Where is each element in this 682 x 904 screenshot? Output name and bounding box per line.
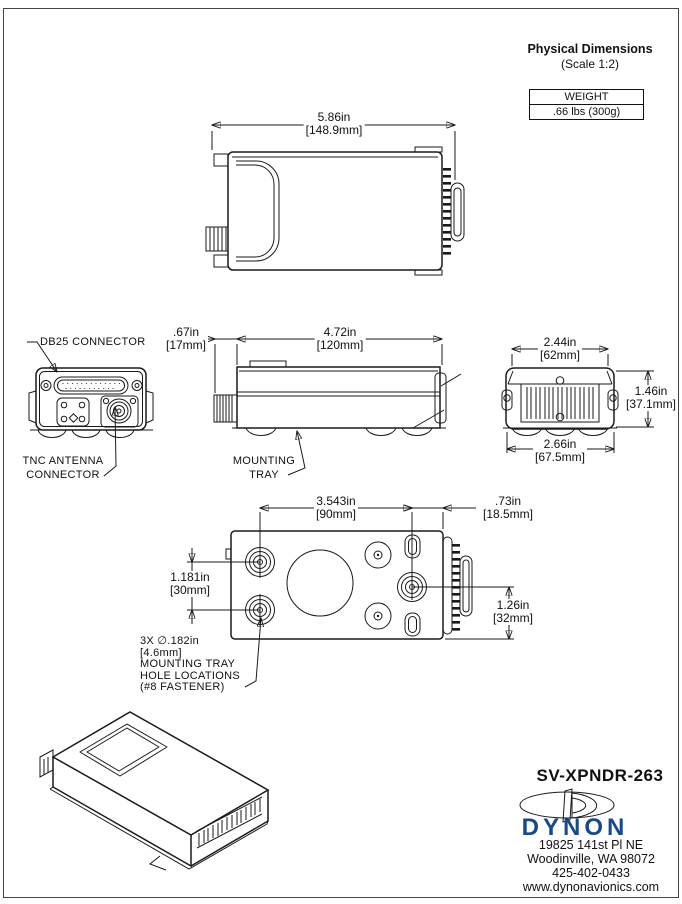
weight-header: WEIGHT xyxy=(530,90,643,105)
dim-tnc-offset: .67in[17mm] xyxy=(163,325,209,352)
dim-hole-bottom: 1.26in[32mm] xyxy=(490,598,536,625)
model-number: SV-XPNDR-263 xyxy=(536,766,664,785)
isometric-view-drawing xyxy=(39,711,270,871)
db25-pins-top-view xyxy=(443,168,451,255)
dim-rear-width-top: 2.44in[62mm] xyxy=(537,335,583,362)
tnc-connector-front xyxy=(106,398,132,424)
label-mounting-tray: MOUNTING TRAY xyxy=(232,455,296,481)
company-address: 19825 141st Pl NE Woodinville, WA 98072 … xyxy=(501,838,681,894)
address-line-2: Woodinville, WA 98072 xyxy=(527,852,655,866)
dim-hole-vertical: 1.181in[30mm] xyxy=(167,570,213,597)
bottom-view-drawing xyxy=(187,508,514,640)
phone-number: 425-402-0433 xyxy=(552,866,630,880)
brand-name: DYNON xyxy=(521,814,629,841)
leader-lines xyxy=(27,341,306,688)
note-hole-locations: 3X ∅.182in [4.6mm] MOUNTING TRAY HOLE LO… xyxy=(140,635,240,693)
weight-table: WEIGHT .66 lbs (300g) xyxy=(529,89,644,120)
label-db25-connector: DB25 CONNECTOR xyxy=(40,336,146,348)
dim-rear-height: 1.46in[37.1mm] xyxy=(623,384,679,411)
dim-top-width: 5.86in[148.9mm] xyxy=(303,110,365,137)
top-view-drawing xyxy=(205,125,465,276)
weight-value: .66 lbs (300g) xyxy=(552,106,621,118)
front-view-drawing xyxy=(28,367,154,438)
website-url: www.dynonavionics.com xyxy=(522,880,660,894)
label-tnc-connector: TNC ANTENNA CONNECTOR xyxy=(22,455,104,481)
dim-rear-width-bottom: 2.66in[67.5mm] xyxy=(532,437,588,464)
dim-edge-offset: .73in[18.5mm] xyxy=(480,494,536,521)
dim-body-length: 4.72in[120mm] xyxy=(314,325,366,352)
address-line-1: 19825 141st Pl NE xyxy=(538,838,644,852)
side-view-drawing xyxy=(207,339,462,436)
dim-hole-span: 3.543in[90mm] xyxy=(313,494,359,521)
drawing-border xyxy=(3,8,679,898)
page-scale: (Scale 1:2) xyxy=(560,57,620,71)
dynon-logo xyxy=(519,788,615,823)
page-title: Physical Dimensions xyxy=(527,42,653,56)
